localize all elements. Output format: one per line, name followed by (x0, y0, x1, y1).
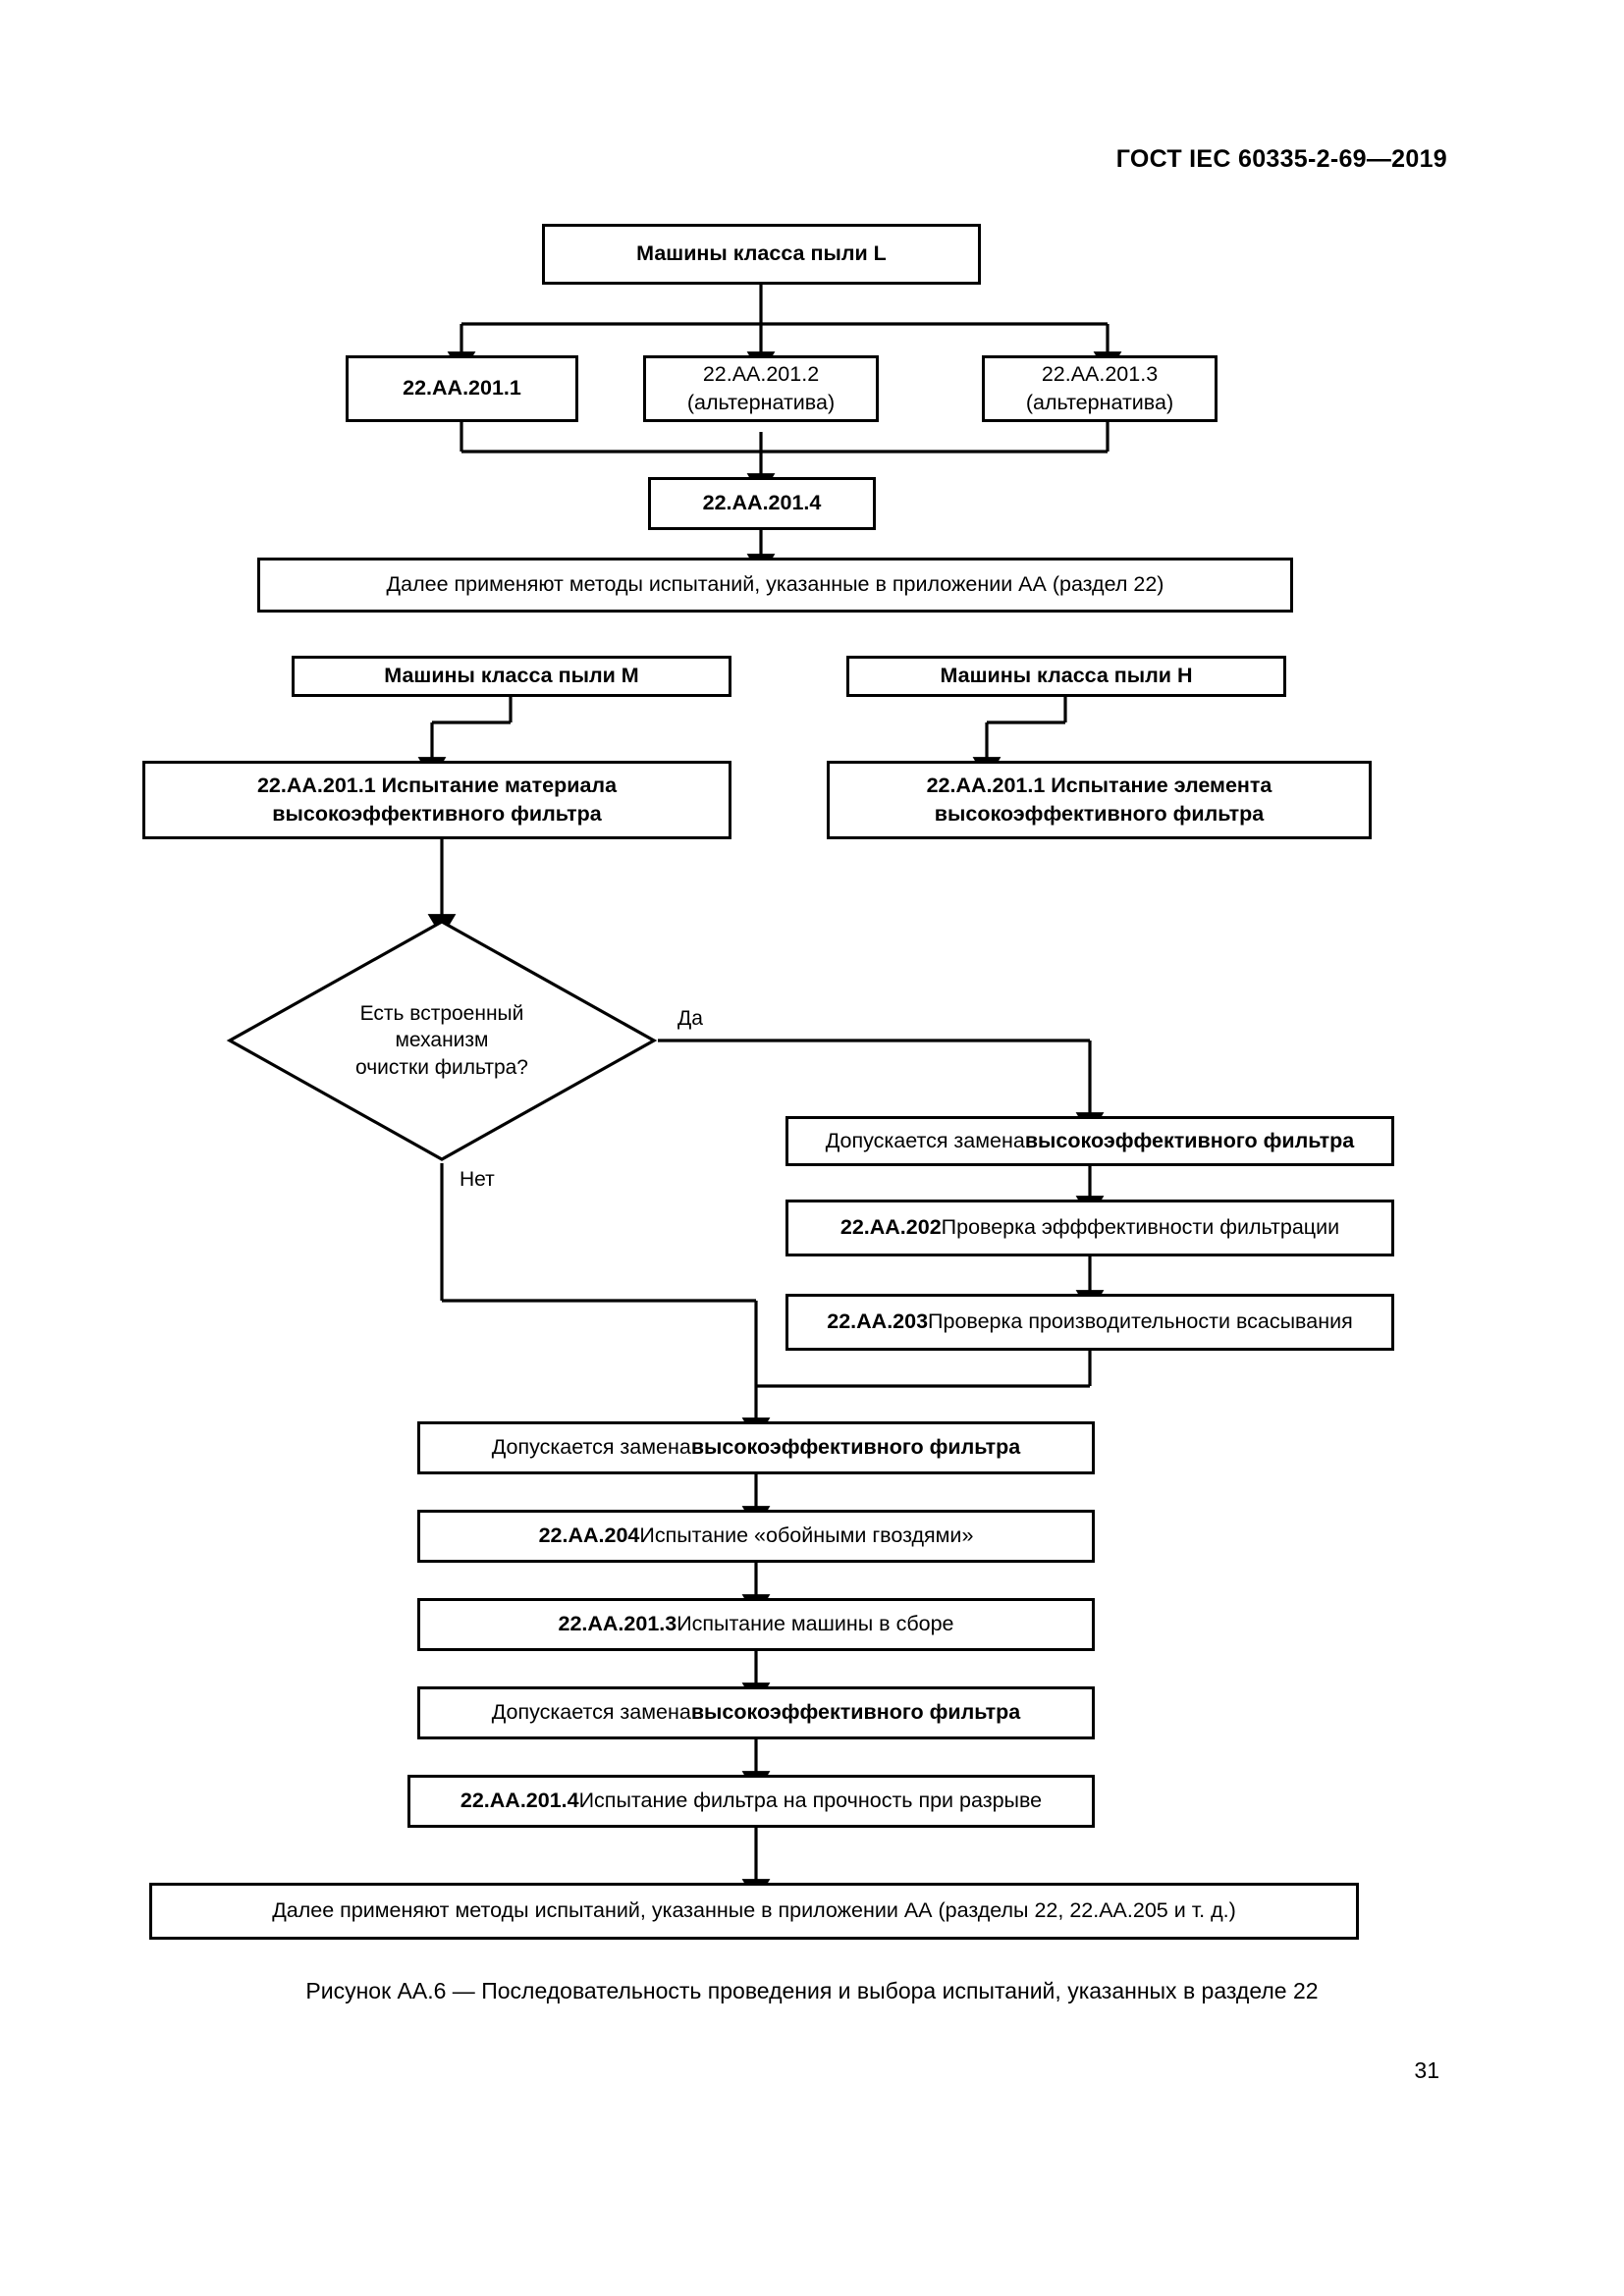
decision-integrated-filter-cleaning-mechanism[interactable]: Есть встроенный механизм очистки фильтра… (226, 918, 658, 1163)
decision-label-line1: Есть встроенный (359, 1002, 524, 1026)
node-label-prefix: Допускается замена (491, 1700, 691, 1725)
node-label-line2: (альтернатива) (1025, 391, 1174, 414)
node-filter-replacement-allowed-1[interactable]: Допускается замена высокоэффективного фи… (785, 1116, 1394, 1166)
node-22-aa-204-upholstery-nails-test[interactable]: 22.AA.204 Испытание «обойными гвоздями» (417, 1510, 1095, 1563)
node-label-line2: (альтернатива) (686, 391, 836, 414)
diamond-shape (226, 920, 658, 1161)
node-machines-dust-class-m[interactable]: Машины класса пыли M (292, 656, 731, 697)
decision-label-line2: механизм (395, 1029, 489, 1052)
node-label-text: Проверка производительности всасывания (928, 1309, 1353, 1334)
node-22-aa-201-4-filter-burst-strength-test[interactable]: 22.AA.201.4 Испытание фильтра на прочнос… (407, 1775, 1095, 1828)
node-label-prefix: Допускается замена (825, 1128, 1025, 1152)
node-22-aa-201-1-filter-element-test[interactable]: 22.AA.201.1 Испытание элемента высокоэфф… (827, 761, 1372, 839)
node-label-text: Испытание машины в сборе (677, 1612, 954, 1636)
node-label-code: 22.AA.204 (538, 1523, 640, 1548)
node-label-line2: высокоэффективного фильтра (272, 802, 602, 826)
node-label-text: Проверка эфффективности фильтрации (941, 1215, 1340, 1240)
node-label: Машины класса пыли M (384, 664, 639, 688)
node-label-text: Испытание «обойными гвоздями» (639, 1523, 974, 1548)
node-filter-replacement-allowed-3[interactable]: Допускается замена высокоэффективного фи… (417, 1686, 1095, 1739)
node-22-aa-201-1-filter-material-test[interactable]: 22.AA.201.1 Испытание материала высокоэф… (142, 761, 731, 839)
node-22-aa-203-suction-performance-check[interactable]: 22.AA.203 Проверка производительности вс… (785, 1294, 1394, 1351)
node-22-aa-201-4[interactable]: 22.AA.201.4 (648, 477, 876, 530)
node-label-line1: 22.AA.201.1 Испытание материала (256, 773, 618, 797)
node-further-test-methods-section-22[interactable]: Далее применяют методы испытаний, указан… (257, 558, 1293, 613)
node-filter-replacement-allowed-2[interactable]: Допускается замена высокоэффективного фи… (417, 1421, 1095, 1474)
node-label: Далее применяют методы испытаний, указан… (386, 572, 1164, 597)
node-label: Машины класса пыли L (636, 241, 887, 266)
node-22-aa-202-filtration-efficiency-check[interactable]: 22.AA.202 Проверка эфффективности фильтр… (785, 1200, 1394, 1256)
node-label-prefix: Допускается замена (491, 1435, 691, 1460)
document-header-standard-number: ГОСТ IEC 60335-2-69—2019 (1115, 145, 1447, 173)
edge-label-no: Нет (460, 1168, 495, 1191)
node-label: Далее применяют методы испытаний, указан… (272, 1898, 1236, 1923)
node-22-aa-201-3-assembled-machine-test[interactable]: 22.AA.201.3 Испытание машины в сборе (417, 1598, 1095, 1651)
node-label-line1: 22.AA.201.3 (1041, 361, 1159, 386)
node-label-code: 22.AA.201.4 (460, 1789, 579, 1813)
node-label-code: 22.AA.202 (839, 1215, 942, 1240)
node-label-text: Испытание фильтра на прочность при разры… (578, 1789, 1043, 1813)
node-label: Машины класса пыли H (940, 664, 1193, 688)
node-label: 22.AA.201.4 (702, 491, 822, 515)
page-number: 31 (1414, 2057, 1439, 2083)
decision-label-line3: очистки фильтра? (355, 1055, 528, 1079)
node-label-line2: высокоэффективного фильтра (934, 802, 1265, 826)
node-label: 22.AA.201.1 (403, 376, 521, 400)
node-label-emphasis: высокоэффективного фильтра (1024, 1128, 1355, 1152)
node-label-code: 22.AA.203 (827, 1309, 929, 1334)
figure-caption: Рисунок АА.6 — Последовательность провед… (305, 1978, 1319, 2003)
node-label-line1: 22.AA.201.1 Испытание элемента (926, 773, 1272, 797)
node-22-aa-201-2-alternative[interactable]: 22.AA.201.2 (альтернатива) (643, 355, 879, 422)
node-machines-dust-class-h[interactable]: Машины класса пыли H (846, 656, 1286, 697)
node-label-line1: 22.AA.201.2 (702, 361, 820, 386)
node-label-code: 22.AA.201.3 (558, 1612, 677, 1636)
node-22-aa-201-1[interactable]: 22.AA.201.1 (346, 355, 578, 422)
edge-label-yes: Да (677, 1007, 703, 1030)
node-label-emphasis: высокоэффективного фильтра (690, 1435, 1021, 1460)
node-machines-dust-class-l[interactable]: Машины класса пыли L (542, 224, 981, 285)
node-label-emphasis: высокоэффективного фильтра (690, 1700, 1021, 1725)
node-22-aa-201-3-alternative[interactable]: 22.AA.201.3 (альтернатива) (982, 355, 1218, 422)
node-further-test-methods-sections[interactable]: Далее применяют методы испытаний, указан… (149, 1883, 1359, 1940)
